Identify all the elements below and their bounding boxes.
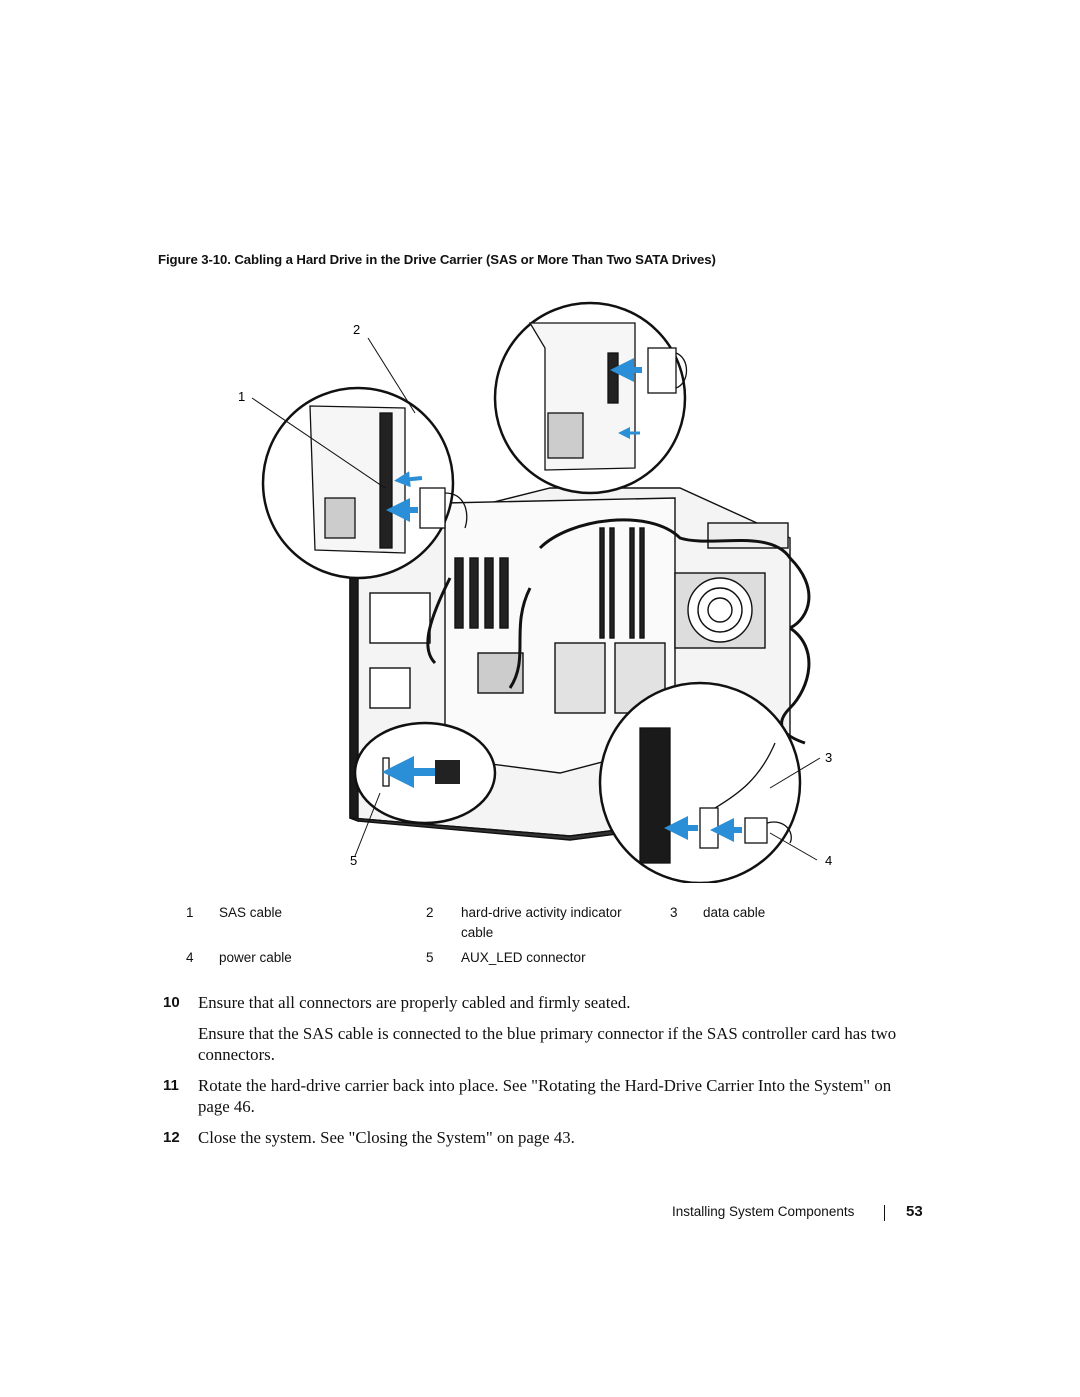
page-number: 53: [906, 1203, 923, 1220]
step-number: 10: [163, 994, 180, 1011]
callout-num-1: 1: [186, 905, 194, 920]
step-number: 12: [163, 1129, 180, 1146]
callout-number-4: 4: [825, 853, 832, 868]
figure-caption: Figure 3-10. Cabling a Hard Drive in the…: [158, 252, 716, 267]
step-text: Ensure that the SAS cable is connected t…: [198, 1024, 897, 1064]
callout-number-3: 3: [825, 750, 832, 765]
carrier-detail-right: [493, 301, 688, 495]
callout-number-5: 5: [350, 853, 357, 868]
callout-label-4: power cable: [219, 950, 292, 965]
cables: [426, 518, 811, 745]
callout-label-2: hard-drive activity indicator: [461, 905, 622, 920]
step-text: Rotate the hard-drive carrier back into …: [198, 1076, 892, 1116]
callout-label-2-cont: cable: [461, 925, 494, 940]
callout-label-1: SAS cable: [219, 905, 283, 920]
callout-num-4: 4: [186, 950, 194, 965]
carrier-detail-left: [261, 386, 468, 580]
footer-section-title: Installing System Components: [672, 1204, 855, 1219]
drive-connector-detail: [598, 681, 802, 883]
callout-number-1: 1: [238, 389, 245, 404]
callout-leaders: [251, 337, 821, 861]
callout-number-2: 2: [353, 322, 360, 337]
footer-divider: [884, 1205, 885, 1221]
step-text: Close the system. See "Closing the Syste…: [198, 1128, 575, 1147]
callout-num-2: 2: [426, 905, 434, 920]
callout-label-5: AUX_LED connector: [461, 950, 586, 965]
step-number: 11: [163, 1077, 179, 1094]
callout-num-3: 3: [670, 905, 678, 920]
aux-led-detail: [353, 721, 497, 825]
cabling-figure: 2 1 3 4 5: [238, 301, 832, 883]
step-text: Ensure that all connectors are properly …: [198, 993, 631, 1012]
callout-num-5: 5: [426, 950, 434, 965]
callout-label-3: data cable: [703, 905, 766, 920]
